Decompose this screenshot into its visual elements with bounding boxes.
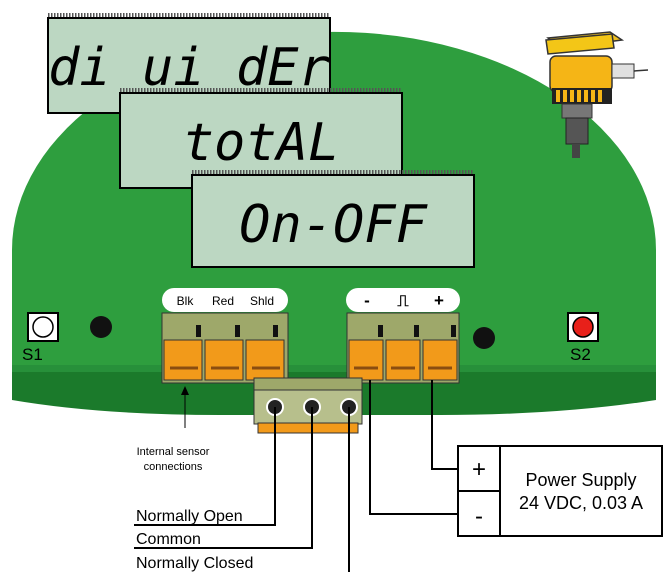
- power-supply-title: Power Supply: [525, 470, 636, 490]
- mounting-hole-left: [90, 316, 112, 338]
- switch-s1[interactable]: S1: [22, 312, 59, 364]
- label-normally-open: Normally Open: [136, 508, 243, 525]
- relay-wires: [134, 407, 350, 572]
- power-plus-label: +: [472, 456, 486, 483]
- terminal-label-shld: Shld: [250, 294, 274, 308]
- terminal-label-minus: -: [364, 291, 370, 310]
- lcd-text-total: totAL: [183, 113, 340, 173]
- flow-sensor-image: [545, 31, 649, 158]
- terminal-label-red: Red: [212, 294, 234, 308]
- label-common: Common: [136, 531, 201, 548]
- power-supply-spec: 24 VDC, 0.03 A: [519, 493, 643, 513]
- s2-label: S2: [570, 345, 591, 364]
- sensor-pointer-arrow: [181, 386, 189, 428]
- output-terminal-block: - ⎍ +: [346, 288, 460, 384]
- label-normally-closed: Normally Closed: [136, 555, 253, 572]
- power-wires: [369, 380, 458, 515]
- mounting-hole-right: [473, 327, 495, 349]
- s2-button[interactable]: [572, 316, 594, 338]
- switch-s2[interactable]: S2: [567, 312, 599, 364]
- s1-button[interactable]: [32, 316, 54, 338]
- lcd-text-onoff: On-OFF: [239, 195, 429, 255]
- sensor-caption-line1: Internal sensor: [137, 446, 210, 458]
- power-minus-label: -: [475, 503, 483, 530]
- s1-label: S1: [22, 345, 43, 364]
- sensor-caption-line2: connections: [144, 461, 203, 473]
- lcd-display-onoff: On-OFF: [191, 170, 475, 268]
- sensor-terminal-block: Blk Red Shld: [161, 288, 289, 384]
- terminal-label-plus: +: [434, 291, 444, 310]
- relay-terminal-block: [253, 377, 363, 434]
- terminal-label-pulse: ⎍: [397, 293, 409, 310]
- power-supply-box: + - Power Supply 24 VDC, 0.03 A: [457, 445, 663, 537]
- terminal-label-blk: Blk: [177, 294, 195, 308]
